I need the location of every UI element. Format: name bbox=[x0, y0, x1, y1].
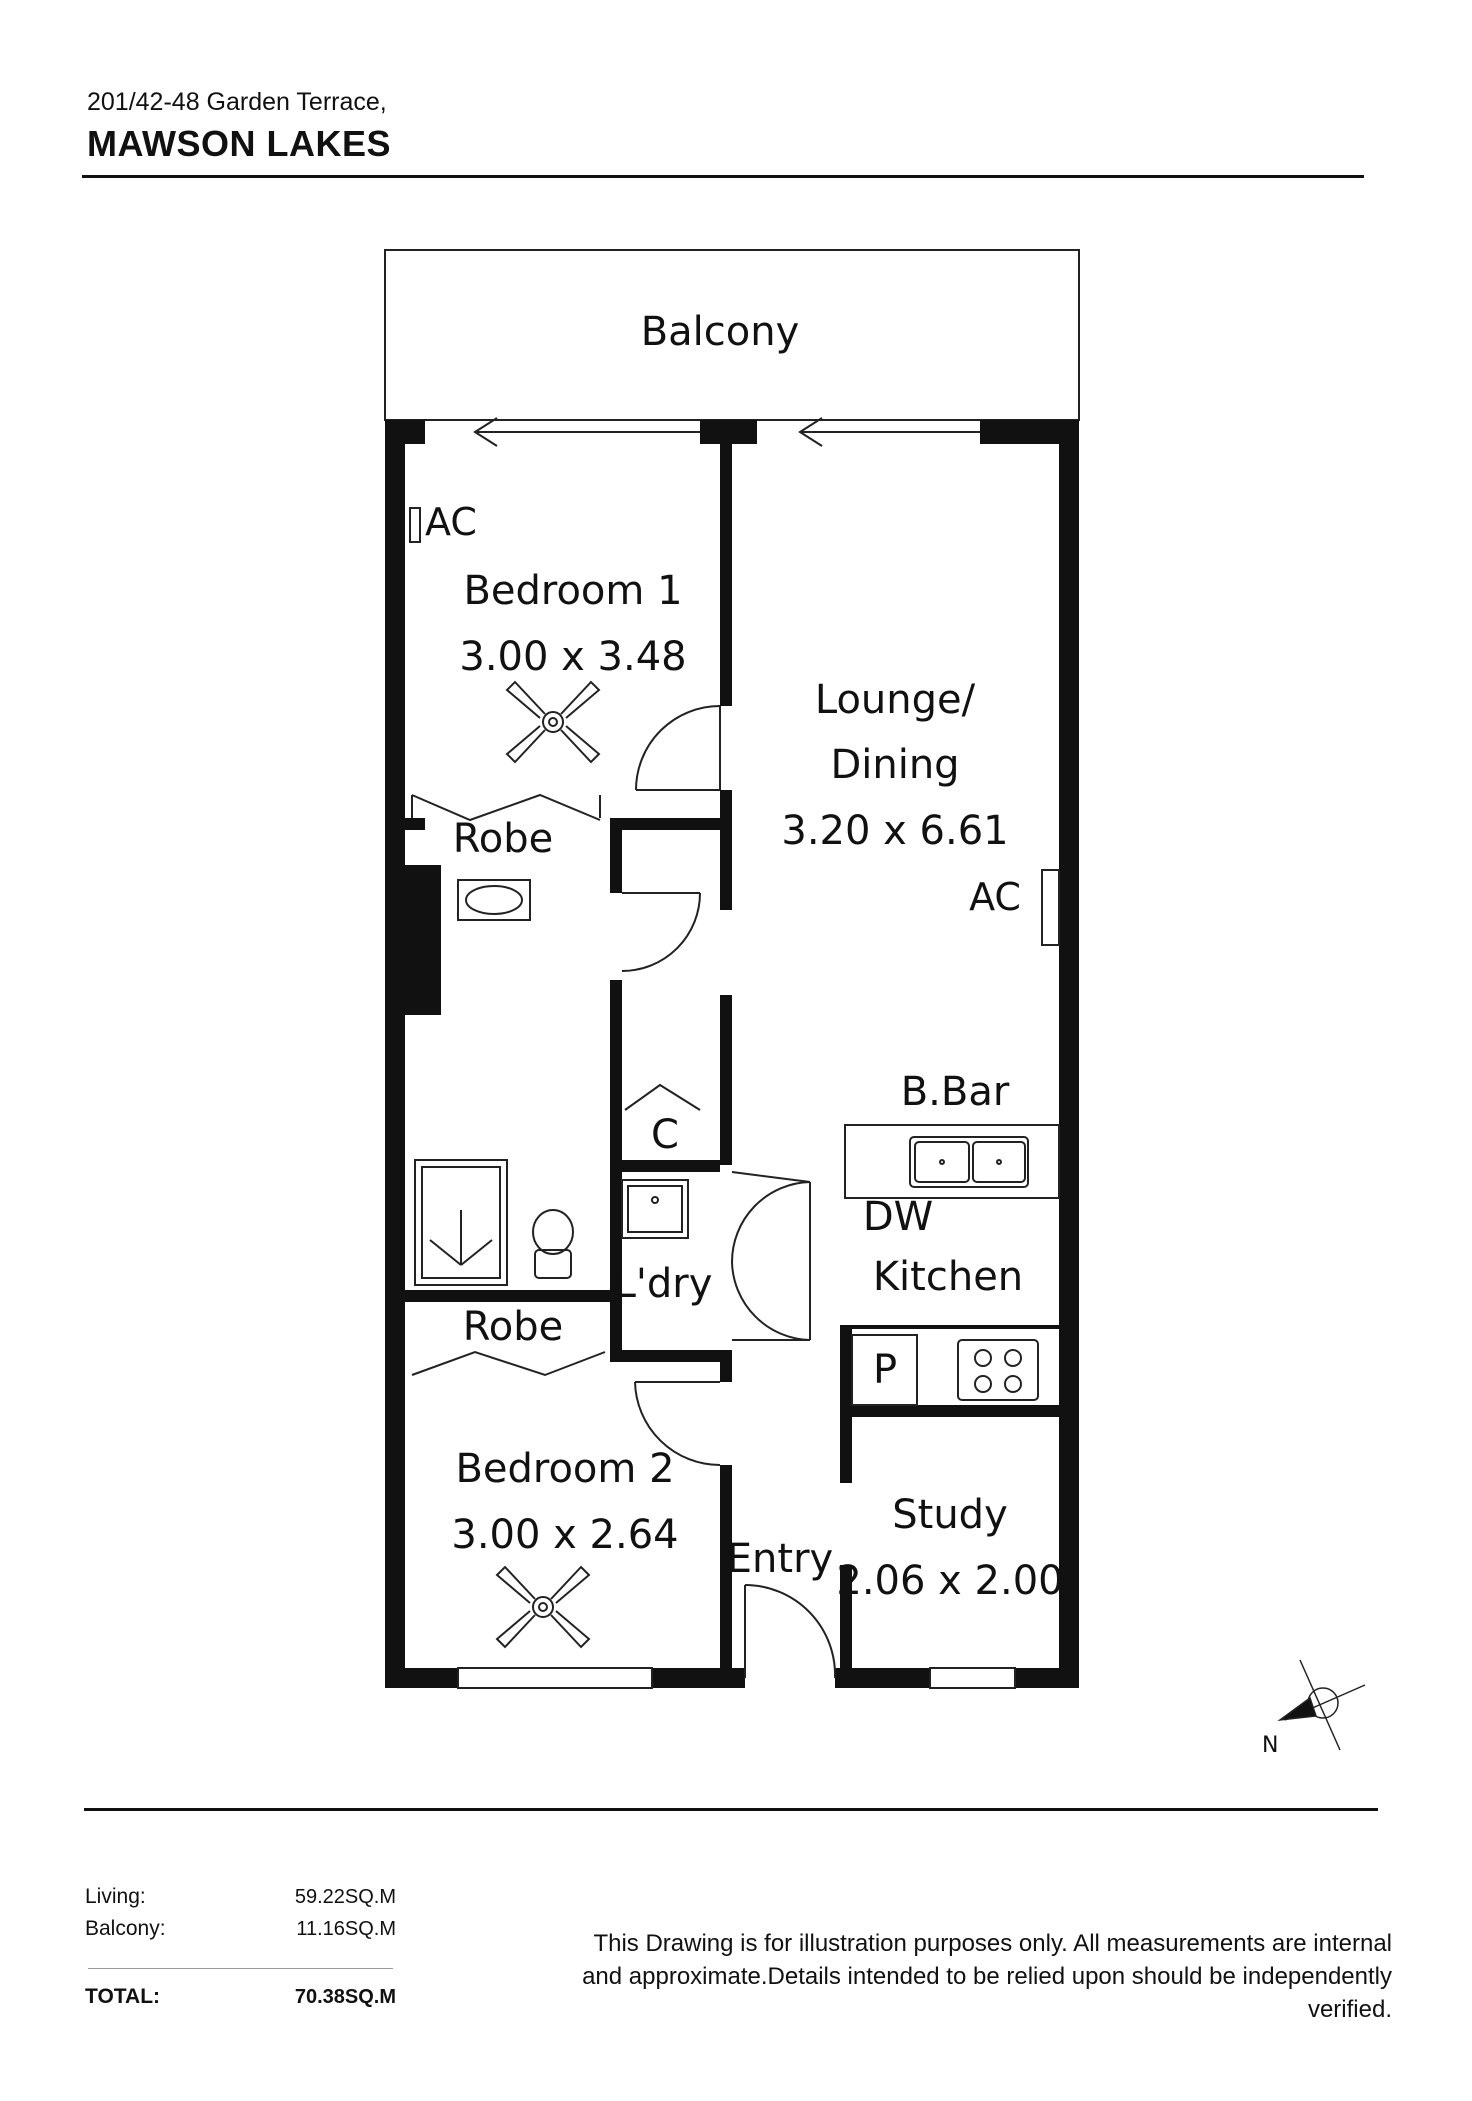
robe-doors bbox=[411, 793, 701, 1377]
totals-divider bbox=[88, 1968, 393, 1969]
total-value: 70.38SQ.M bbox=[294, 1986, 396, 2008]
shower bbox=[414, 1159, 508, 1286]
ac-unit-bedroom bbox=[409, 507, 421, 543]
robe-bottom-label: Robe bbox=[463, 1304, 563, 1350]
balcony-area-label: Balcony: bbox=[85, 1917, 166, 1940]
bedroom2-label: Bedroom 2 bbox=[455, 1446, 674, 1492]
exterior-walls bbox=[385, 420, 1079, 1688]
toilet bbox=[532, 1209, 574, 1255]
vanity bbox=[457, 879, 531, 921]
north-label: N bbox=[1262, 1733, 1278, 1758]
bedroom1-label: Bedroom 1 bbox=[463, 568, 682, 614]
lounge-label-line2: Dining bbox=[830, 742, 959, 788]
entry-label: Entry bbox=[727, 1536, 833, 1582]
breakfast-bar bbox=[844, 1124, 1060, 1199]
cooktop bbox=[957, 1339, 1039, 1401]
balcony-label: Balcony bbox=[641, 309, 800, 355]
ceiling-fan-bedroom1 bbox=[505, 680, 601, 764]
bedroom1-size: 3.00 x 3.48 bbox=[459, 634, 686, 680]
robe-top-label: Robe bbox=[453, 816, 553, 862]
disclaimer-text: This Drawing is for illustration purpose… bbox=[582, 1930, 1392, 2023]
pantry-outline bbox=[851, 1334, 918, 1406]
dw-label: DW bbox=[863, 1194, 933, 1240]
fixtures bbox=[409, 507, 1060, 1406]
laundry-label: L'dry bbox=[614, 1261, 713, 1307]
north-compass-icon bbox=[1277, 1659, 1366, 1751]
lounge-label-line1: Lounge/ bbox=[815, 677, 976, 723]
ac-label-lounge: AC bbox=[969, 875, 1021, 919]
interior-walls bbox=[405, 444, 1059, 1668]
bbar-label: B.Bar bbox=[901, 1069, 1010, 1115]
suburb-title: MAWSON LAKES bbox=[87, 123, 392, 164]
ac-label-bedroom: AC bbox=[425, 500, 477, 544]
footer-divider bbox=[84, 1808, 1378, 1811]
balcony-area-value: 11.16SQ.M bbox=[296, 1918, 396, 1940]
door-swings bbox=[621, 705, 837, 1679]
windows bbox=[457, 1667, 1016, 1689]
ac-unit-lounge bbox=[1041, 869, 1060, 946]
living-value: 59.22SQ.M bbox=[294, 1886, 396, 1908]
study-size: 2.06 x 2.00 bbox=[836, 1558, 1063, 1604]
bedroom2-size: 3.00 x 2.64 bbox=[451, 1512, 678, 1558]
total-label: TOTAL: bbox=[85, 1985, 161, 2008]
header-divider bbox=[82, 175, 1364, 178]
pantry-label: P bbox=[873, 1347, 897, 1393]
living-label: Living: bbox=[85, 1885, 146, 1908]
cupboard-label: C bbox=[651, 1112, 679, 1158]
address-line: 201/42-48 Garden Terrace, bbox=[87, 88, 387, 116]
kitchen-label: Kitchen bbox=[873, 1254, 1023, 1300]
laundry-tub bbox=[621, 1179, 689, 1239]
lounge-size: 3.20 x 6.61 bbox=[781, 808, 1008, 854]
ceiling-fan-bedroom2 bbox=[495, 1565, 591, 1649]
study-label: Study bbox=[892, 1492, 1008, 1538]
sliding-door-arrows bbox=[473, 417, 980, 447]
